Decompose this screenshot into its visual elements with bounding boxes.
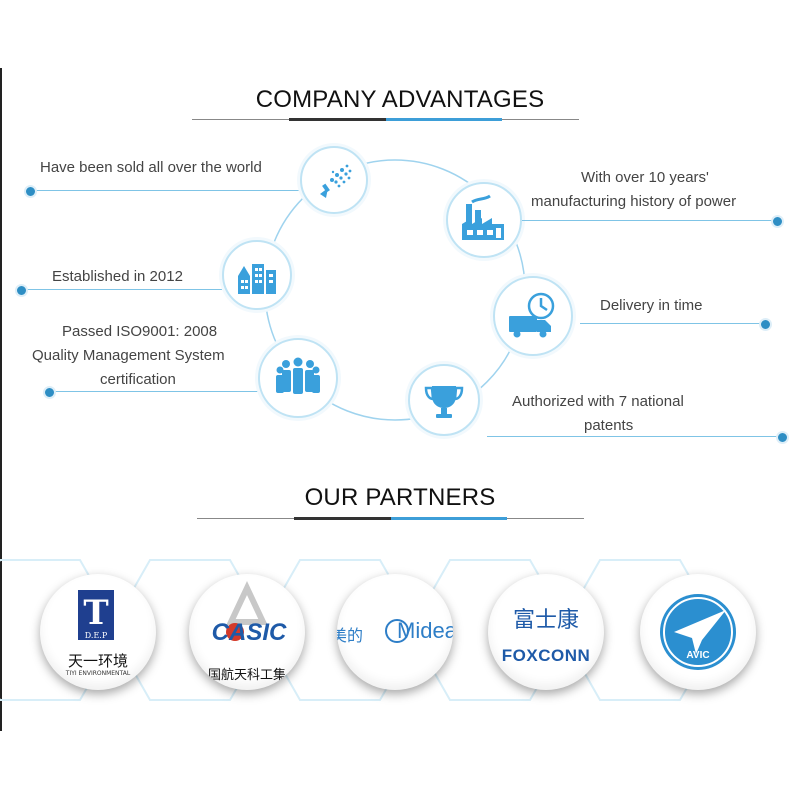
advantage-label-history-line2: manufacturing history of power xyxy=(531,193,737,210)
leader-line xyxy=(22,289,222,290)
bullet-dot xyxy=(15,284,28,297)
company-advantages-title: COMPANY ADVANTAGES xyxy=(255,86,545,113)
our-partners-underline xyxy=(197,517,584,520)
bullet-dot xyxy=(759,318,772,331)
tianyi-mark: T xyxy=(83,593,108,633)
spray-dots-icon xyxy=(300,146,368,214)
bullet-dot xyxy=(43,386,56,399)
advantage-label-sold-worldwide: Have been sold all over the world xyxy=(40,159,262,176)
delivery-truck-clock-icon xyxy=(493,276,573,356)
partner-logo-tianyi: T D.E.P 天一环境 TIYI ENVIRONMENTAL xyxy=(40,574,156,690)
our-partners-title: OUR PARTNERS xyxy=(304,484,496,511)
advantage-label-iso-line3: certification xyxy=(100,371,176,388)
foxconn-mark: FOXCONN xyxy=(501,646,591,665)
leader-line xyxy=(30,190,310,191)
partner-logo-foxconn: 富士康 FOXCONN xyxy=(488,574,604,690)
tianyi-cn: 天一环境 xyxy=(67,652,128,670)
trophy-icon xyxy=(408,364,480,436)
leader-line xyxy=(522,220,777,221)
bullet-dot xyxy=(771,215,784,228)
leader-line xyxy=(487,436,783,437)
partner-logo-avic: AVIC xyxy=(640,574,756,690)
partner-logo-casic: CASIC 国航天科工集 xyxy=(189,574,305,690)
tianyi-sub: D.E.P xyxy=(85,631,108,640)
midea-cn: 美的 xyxy=(337,626,364,645)
advantage-label-delivery: Delivery in time xyxy=(600,297,703,314)
bullet-dot xyxy=(776,431,789,444)
casic-cn: 国航天科工集 xyxy=(207,668,286,683)
advantage-label-iso-line1: Passed ISO9001: 2008 xyxy=(62,323,218,340)
advantage-label-iso-line2: Quality Management System xyxy=(32,347,225,364)
buildings-icon xyxy=(222,240,292,310)
bullet-dot xyxy=(24,185,37,198)
advantage-label-patents-line1: Authorized with 7 national xyxy=(512,393,684,410)
advantage-label-history-line1: With over 10 years' xyxy=(581,169,709,186)
people-group-icon xyxy=(258,338,338,418)
avic-mark: AVIC xyxy=(686,650,709,661)
advantage-label-established: Established in 2012 xyxy=(52,268,183,285)
advantage-label-patents-line2: patents xyxy=(584,417,634,434)
casic-mark: CASIC xyxy=(212,619,287,646)
partner-logo-midea: 美的 Midea xyxy=(337,574,453,690)
left-border-rule xyxy=(0,68,2,731)
leader-line xyxy=(50,391,265,392)
foxconn-cn: 富士康 xyxy=(512,608,579,633)
tianyi-en: TIYI ENVIRONMENTAL xyxy=(65,670,131,677)
company-advantages-underline xyxy=(192,118,579,121)
factory-icon xyxy=(446,182,522,258)
midea-mark: Midea xyxy=(397,618,453,643)
leader-line xyxy=(580,323,765,324)
